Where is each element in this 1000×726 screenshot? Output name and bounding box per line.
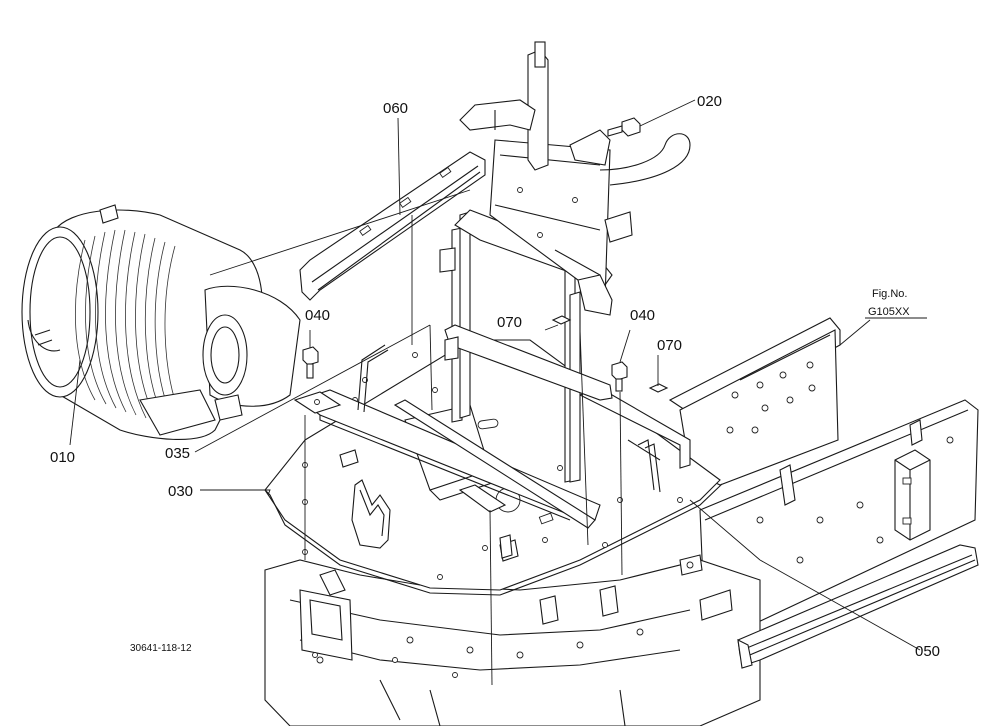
callout-040-right: 040 (630, 307, 655, 324)
callout-050: 050 (915, 643, 940, 660)
callout-070-left: 070 (497, 314, 522, 331)
chassis-drawing (264, 317, 979, 726)
fig-number: G105XX (868, 306, 910, 318)
front-cover-drawing (737, 544, 979, 669)
callout-020: 020 (697, 93, 722, 110)
floor-plate-drawing (264, 339, 723, 596)
callout-070-right: 070 (657, 337, 682, 354)
callout-040-left: 040 (305, 307, 330, 324)
seat-rail-drawing (299, 151, 486, 301)
air-cleaner-drawing (21, 204, 301, 441)
leader-lines (69, 99, 927, 686)
fasteners-drawing (293, 117, 669, 414)
callout-035: 035 (165, 445, 190, 462)
callout-030: 030 (168, 483, 193, 500)
callout-010: 010 (50, 449, 75, 466)
drawing-code: 30641-118-12 (130, 643, 192, 654)
fig-label: Fig.No. (872, 288, 907, 300)
callout-060: 060 (383, 100, 408, 117)
seat-frame-drawing (439, 41, 691, 483)
